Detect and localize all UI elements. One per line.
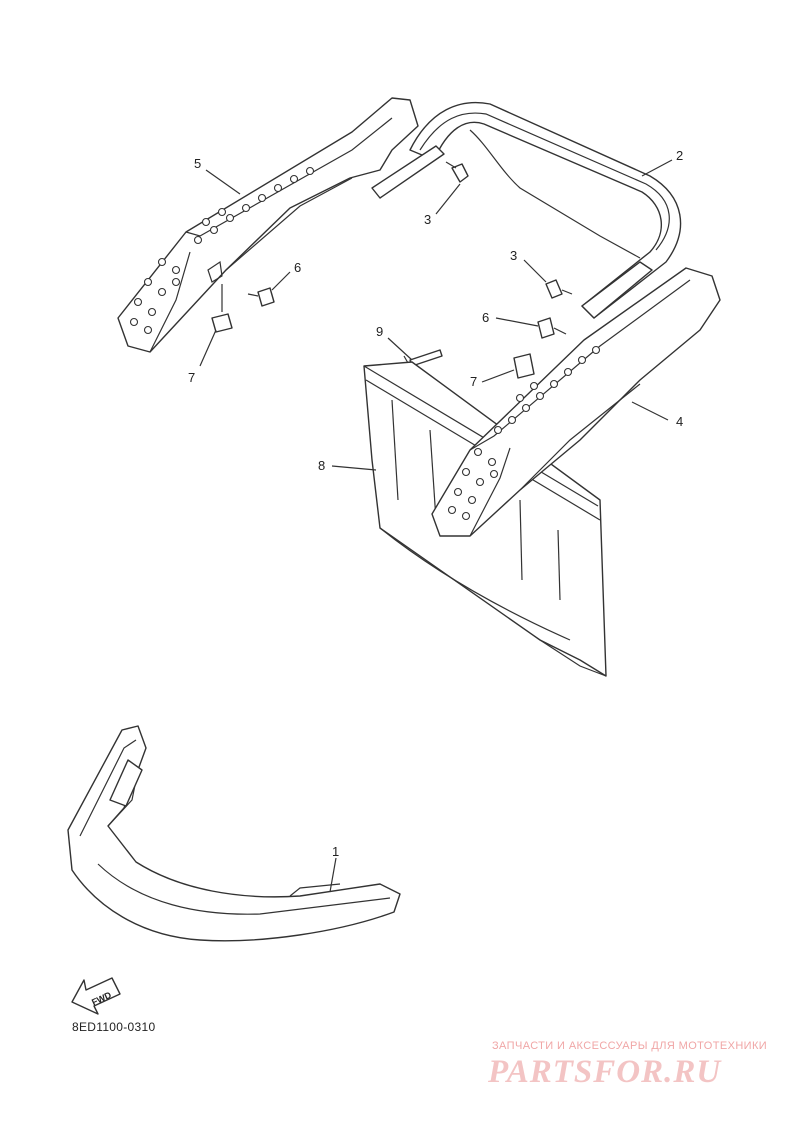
watermark-logo[interactable]: PARTSFOR.RU [488,1054,722,1090]
leader-lines [199,159,673,893]
callout-3-lower: 3 [510,248,517,263]
callout-6-right: 6 [482,310,489,325]
callout-5: 5 [194,156,201,171]
left-rail-holes [129,166,315,335]
callout-7-left: 7 [188,370,195,385]
part-4-right-step-rail [431,267,721,537]
part-7-clips [211,313,535,379]
watermark-tagline: ЗАПЧАСТИ И АКСЕССУАРЫ ДЛЯ МОТОТЕХНИКИ [492,1040,768,1052]
callout-8: 8 [318,458,325,473]
callout-6-left: 6 [294,260,301,275]
callout-labels: 5 2 3 3 6 6 7 7 9 8 4 1 [188,148,683,859]
part-1-front-bumper [67,725,401,942]
part-2-rear-grab-bar [371,101,682,319]
callout-4: 4 [676,414,683,429]
part-5-left-step-rail [117,97,419,353]
fwd-arrow: FWD [71,977,121,1015]
part-6-bolts [247,287,567,339]
diagram-code: 8ED1100-0310 [72,1020,156,1034]
callout-1: 1 [332,844,339,859]
callout-7-right: 7 [470,374,477,389]
callout-3-upper: 3 [424,212,431,227]
callout-2: 2 [676,148,683,163]
callout-9: 9 [376,324,383,339]
part-3-bolts [445,161,573,299]
right-rail-holes [447,345,601,521]
